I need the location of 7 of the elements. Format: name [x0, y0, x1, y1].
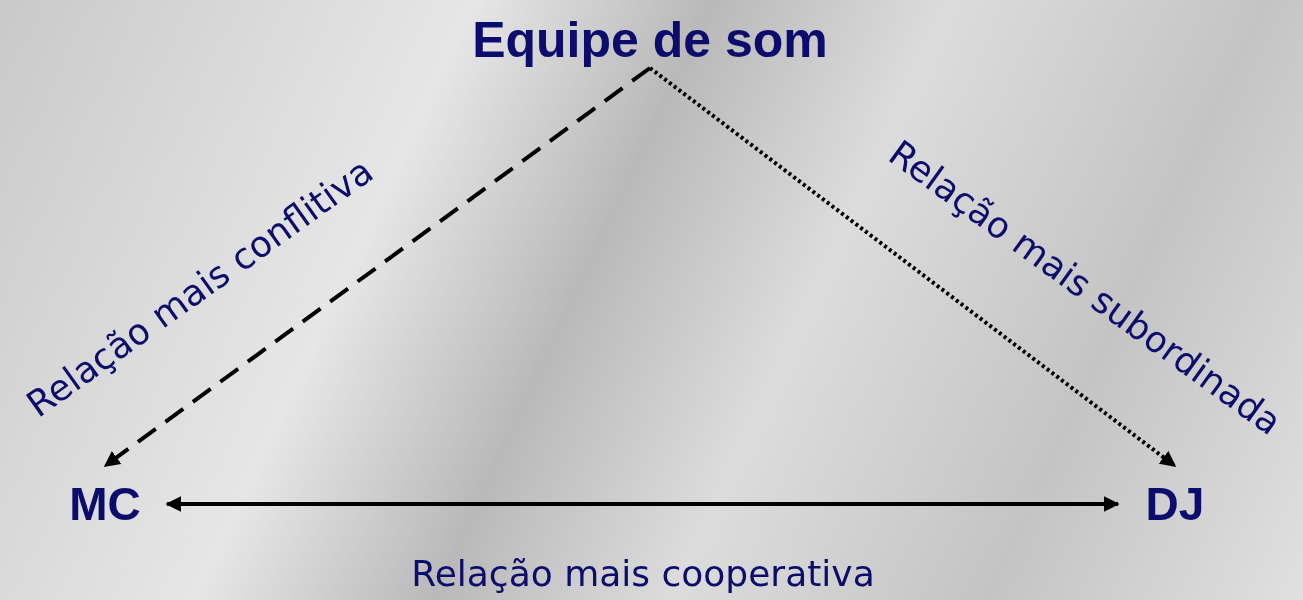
edge-label: Relação mais cooperativa	[410, 556, 876, 592]
node-label: DJ	[1130, 478, 1220, 530]
arrow	[165, 496, 1120, 512]
node-label: Equipe de som	[430, 12, 870, 68]
arrow	[648, 66, 1177, 468]
node-label: MC	[55, 478, 155, 530]
arrow	[103, 66, 652, 468]
